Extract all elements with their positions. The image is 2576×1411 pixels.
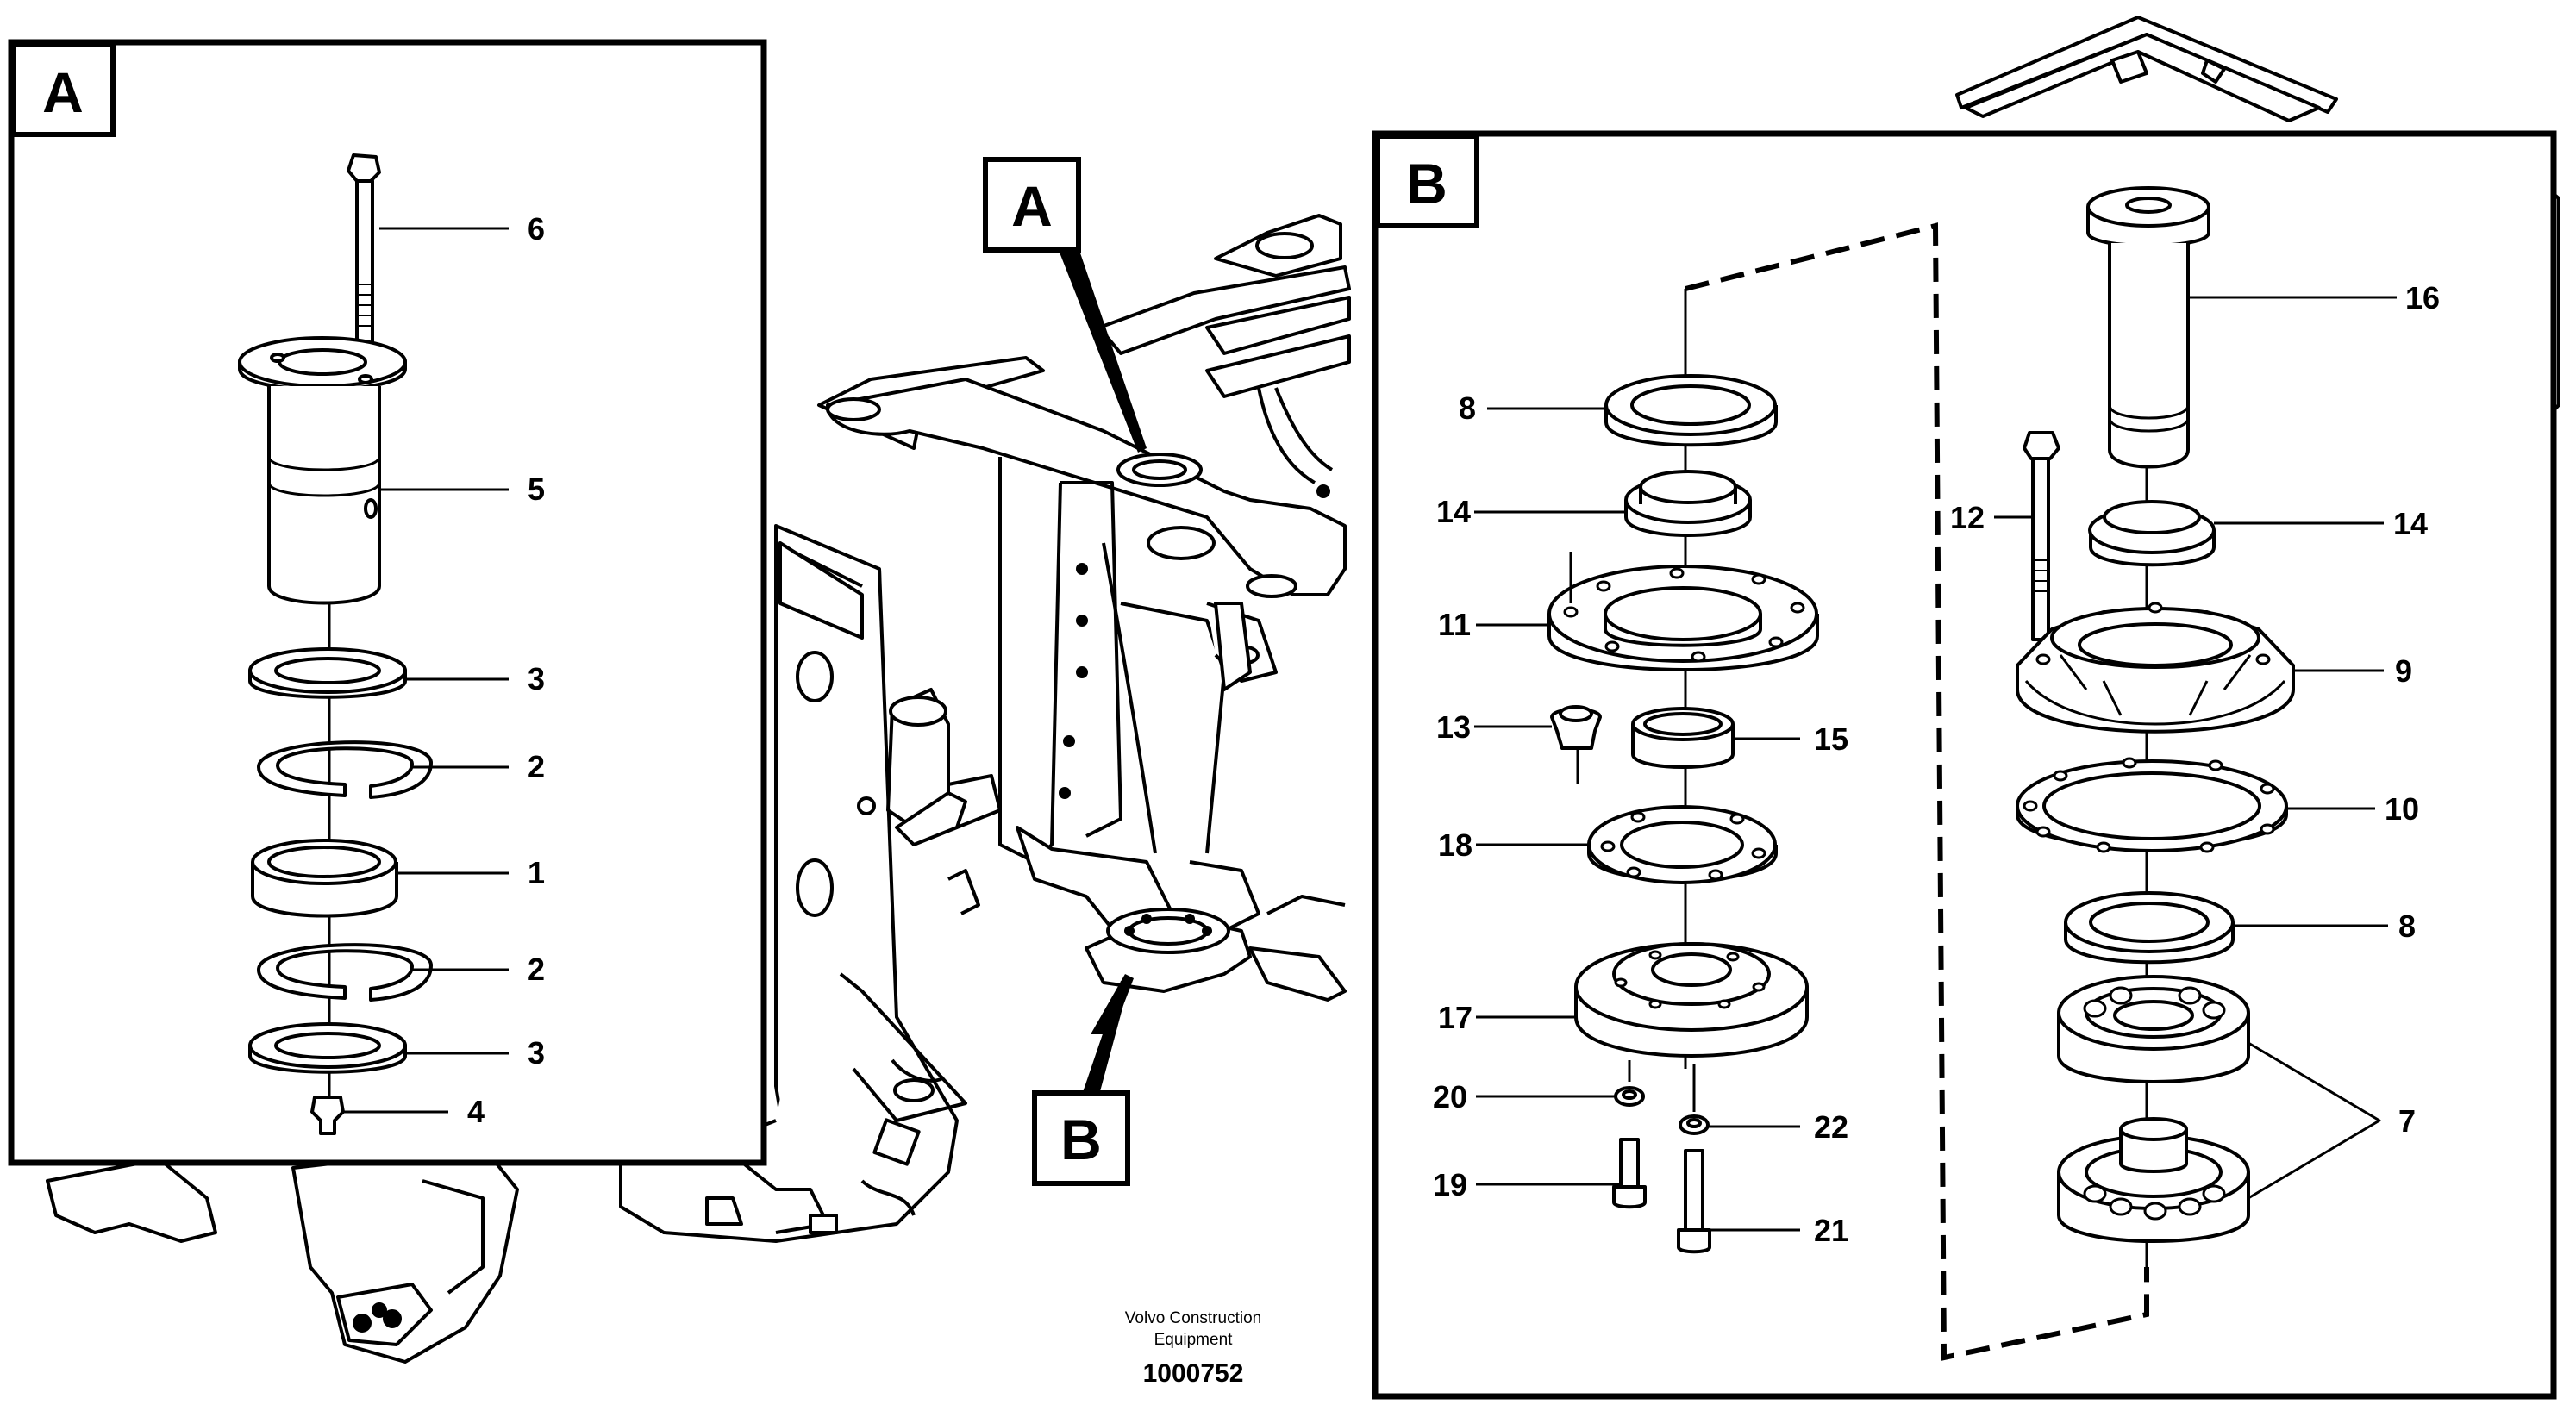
callout-b-19: 19 xyxy=(1433,1167,1467,1202)
callout-b-11: 11 xyxy=(1438,607,1471,642)
callout-b-17: 17 xyxy=(1438,1000,1472,1035)
callout-b-12: 12 xyxy=(1950,500,1985,535)
callout-a-1: 1 xyxy=(528,855,545,890)
detail-b-right-stack xyxy=(1994,186,2397,1267)
dashed-connector xyxy=(1685,222,2149,1361)
detail-b-label: B xyxy=(1406,152,1447,215)
detail-a-callouts: 6 5 3 2 1 2 3 4 xyxy=(467,211,545,1129)
callout-b-20: 20 xyxy=(1433,1079,1467,1114)
frame-tag-a-label: A xyxy=(1011,174,1053,238)
callout-b-18: 18 xyxy=(1438,827,1472,863)
callout-b-8-right: 8 xyxy=(2398,908,2416,944)
detail-a-tag-box xyxy=(11,42,116,137)
callout-b-14-right: 14 xyxy=(2393,506,2428,541)
detail-b-tag-box xyxy=(1375,134,1479,228)
callout-b-7: 7 xyxy=(2398,1103,2416,1139)
caption-line-1: Volvo Construction xyxy=(1125,1309,1261,1327)
frame-tag-b: B xyxy=(1032,974,1134,1186)
callout-b-21: 21 xyxy=(1814,1213,1848,1248)
callout-b-22: 22 xyxy=(1814,1109,1848,1145)
detail-a-parts xyxy=(238,153,509,1135)
document-number: 1000752 xyxy=(1143,1359,1244,1388)
callout-b-9: 9 xyxy=(2395,653,2412,689)
callout-a-2-bottom: 2 xyxy=(528,952,545,987)
figure-caption: Volvo Construction Equipment 1000752 xyxy=(1125,1309,1261,1388)
detail-a-label: A xyxy=(42,60,84,124)
callout-b-14-left: 14 xyxy=(1436,494,1471,529)
callout-a-3-top: 3 xyxy=(528,661,545,696)
callout-a-5: 5 xyxy=(528,471,545,507)
detail-b-callouts: 8 14 11 13 15 18 17 20 22 19 21 16 12 14… xyxy=(1433,280,2440,1248)
callout-b-16: 16 xyxy=(2405,280,2440,315)
bolt-6 xyxy=(347,153,381,183)
callout-b-15: 15 xyxy=(1814,721,1848,757)
frame-tag-b-label: B xyxy=(1060,1108,1102,1171)
callout-b-10: 10 xyxy=(2385,791,2419,827)
machine-frame-illustration xyxy=(46,214,1351,1364)
callout-a-4: 4 xyxy=(467,1094,485,1129)
caption-line-2: Equipment xyxy=(1154,1331,1234,1349)
frame-tag-a: A xyxy=(983,157,1147,453)
detail-b-left-stack xyxy=(1474,289,1819,1254)
callout-a-2-top: 2 xyxy=(528,749,545,784)
detail-b-frame xyxy=(1372,130,2557,1400)
callout-b-13: 13 xyxy=(1436,709,1471,745)
callout-a-3-bottom: 3 xyxy=(528,1035,545,1071)
callout-b-8-left: 8 xyxy=(1459,390,1476,426)
callout-a-6: 6 xyxy=(528,211,545,247)
